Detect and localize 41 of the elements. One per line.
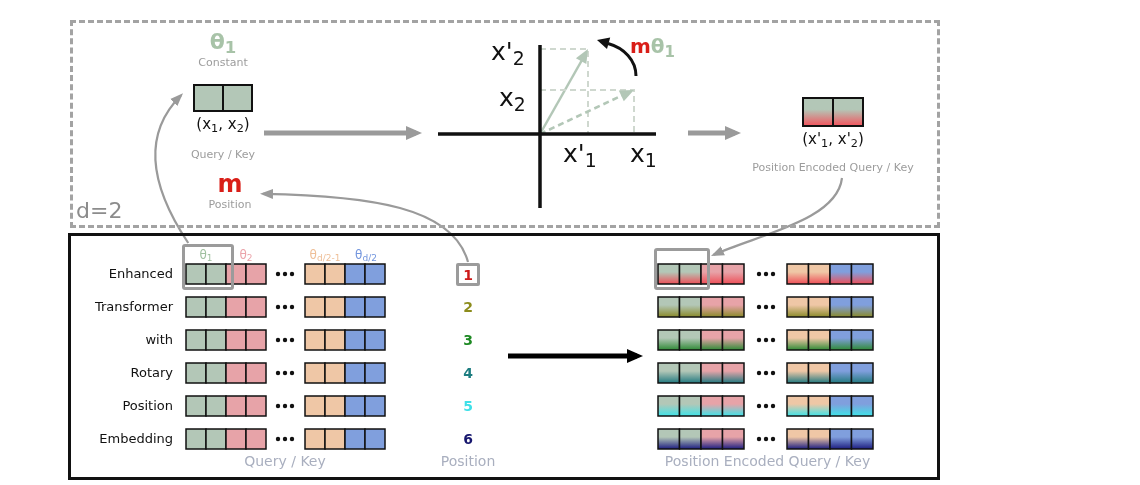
rotation-angle-label: mθ$_{1}$ <box>630 35 676 57</box>
block-label: Query / Key <box>190 148 256 162</box>
coordinate-label: x'$_{2}$ <box>491 38 525 66</box>
curved-arrow <box>260 189 470 263</box>
curved-arrow <box>710 177 844 256</box>
curved-arrow <box>154 93 190 244</box>
coordinate-pair-label: (x'$_{1}$, x'$_{2}$) <box>802 129 864 149</box>
position-number: 4 <box>463 364 473 382</box>
coordinate-label: x$_{1}$ <box>630 140 657 168</box>
row-label: Rotary <box>130 364 173 382</box>
highlight-frame <box>654 248 710 290</box>
coordinate-label: x$_{2}$ <box>499 84 526 112</box>
column-caption: Query / Key <box>244 452 326 470</box>
position-symbol: m <box>217 172 243 196</box>
position-number: 2 <box>463 298 473 316</box>
highlight-frame <box>182 244 234 290</box>
arrow <box>264 126 422 140</box>
column-caption: Position <box>440 452 496 470</box>
position-number: 6 <box>463 430 473 448</box>
panel-label: d=2 <box>76 198 123 224</box>
theta-label: Constant <box>198 56 248 70</box>
position-number: 5 <box>463 397 473 415</box>
coordinate-pair-label: (x$_{1}$, x$_{2}$) <box>196 114 250 134</box>
solid-frame <box>68 233 940 480</box>
coordinate-label: x'$_{1}$ <box>563 140 597 168</box>
row-label: Embedding <box>99 430 173 448</box>
frequency-label: θ$_{1}$ <box>199 248 213 262</box>
arrow <box>688 125 741 140</box>
highlighted-position-number: 1 <box>456 263 480 286</box>
position-label: Position <box>208 198 252 212</box>
row-label: Transformer <box>95 298 173 316</box>
row-label: Position <box>122 397 173 415</box>
position-number: 3 <box>463 331 473 349</box>
frequency-label: θ$_{2}$ <box>239 248 253 262</box>
arrow <box>508 348 643 363</box>
row-label: with <box>145 331 173 349</box>
dashed-frame <box>70 20 940 228</box>
column-caption: Position Encoded Query / Key <box>664 452 871 470</box>
row-label: Enhanced <box>108 265 173 283</box>
theta-symbol: θ$_{1}$ <box>209 30 237 54</box>
block-label: Position Encoded Query / Key <box>752 161 914 175</box>
